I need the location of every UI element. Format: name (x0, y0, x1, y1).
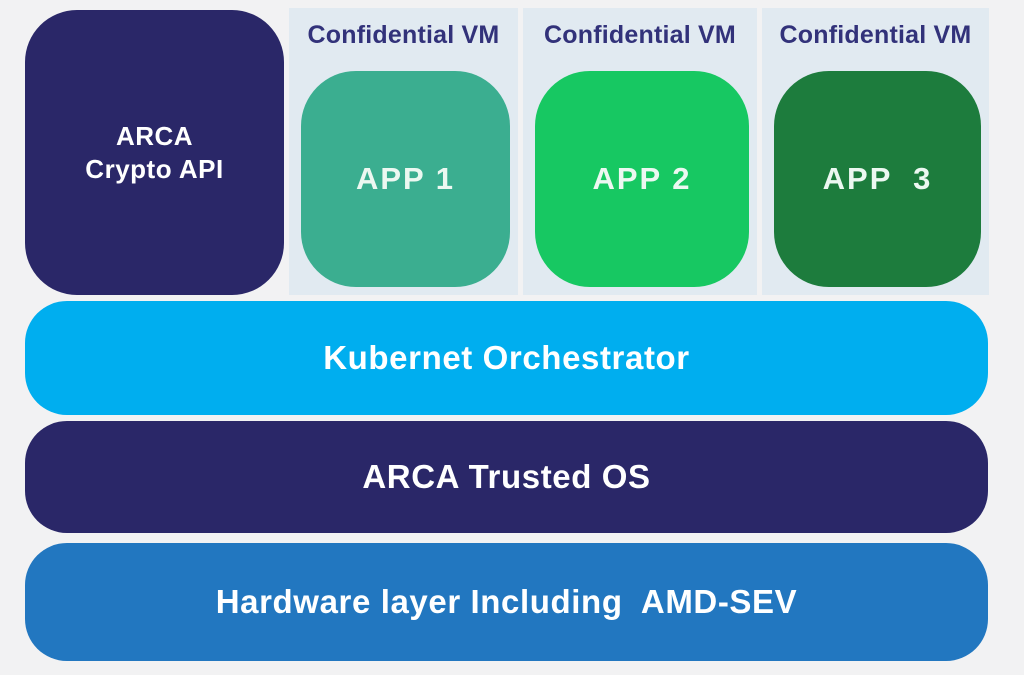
arca-crypto-api-label-line1: ARCA (115, 120, 194, 151)
arca-trusted-os-layer: ARCA Trusted OS (25, 421, 988, 533)
arca-trusted-os-label: ARCA Trusted OS (362, 458, 651, 495)
app-2-box: APP 2 (535, 71, 749, 287)
app-2-label: APP 2 (592, 161, 692, 196)
confidential-vm-2-title: Confidential VM (544, 21, 736, 49)
arca-crypto-api-label-line2: Crypto API (85, 153, 224, 184)
confidential-vm-3-title: Confidential VM (779, 21, 972, 49)
confidential-vm-panel-1: Confidential VM APP 1 (289, 8, 518, 295)
kubernet-orchestrator-layer: Kubernet Orchestrator (25, 301, 988, 415)
app-3-box: APP 3 (774, 71, 981, 287)
hardware-layer-label: Hardware layer Including AMD-SEV (215, 583, 798, 620)
kubernet-orchestrator-label: Kubernet Orchestrator (323, 339, 690, 376)
app-3-label: APP 3 (822, 161, 933, 196)
arca-crypto-api-box: ARCA Crypto API (25, 10, 284, 295)
app-1-box: APP 1 (301, 71, 510, 287)
confidential-vm-panel-3: Confidential VM APP 3 (762, 8, 989, 295)
confidential-vm-panel-2: Confidential VM APP 2 (523, 8, 757, 295)
hardware-layer: Hardware layer Including AMD-SEV (25, 543, 988, 661)
arca-crypto-api-label: ARCA Crypto API (85, 120, 223, 186)
confidential-vm-1-title: Confidential VM (307, 21, 500, 49)
app-1-label: APP 1 (355, 161, 456, 196)
